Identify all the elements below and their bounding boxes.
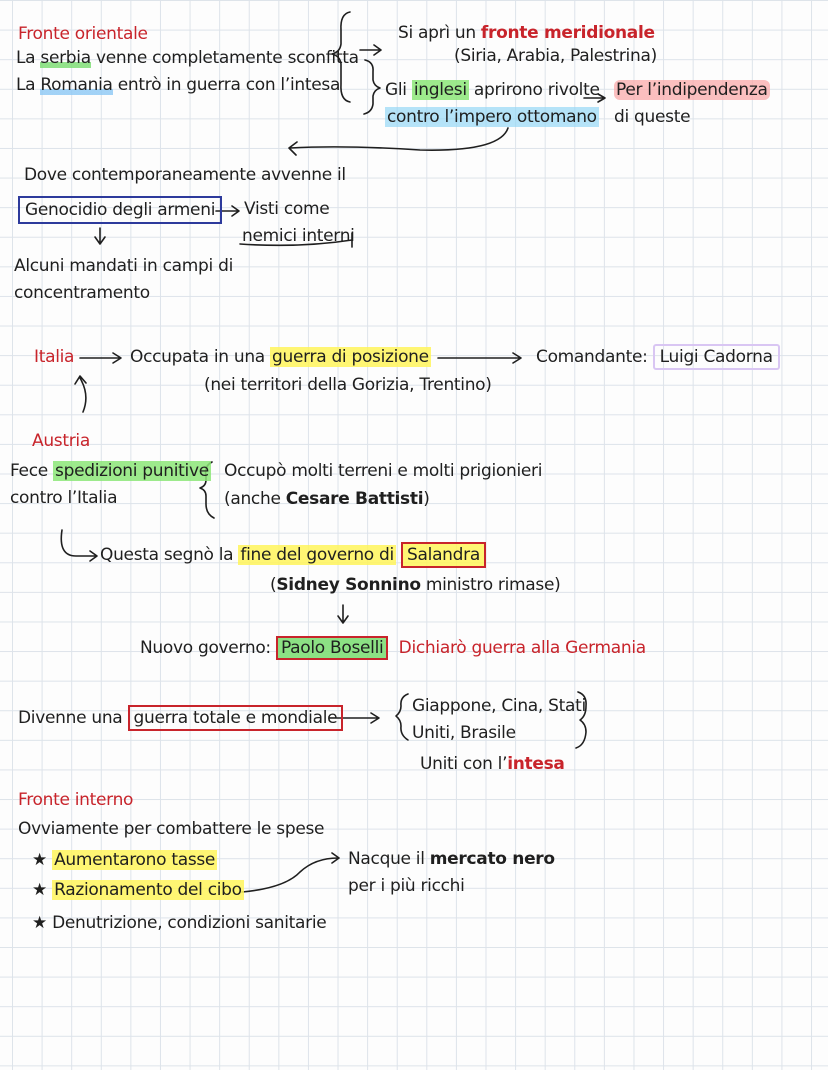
star-icon: ★ bbox=[32, 850, 47, 870]
line-siria-arabia: (Siria, Arabia, Palestrina) bbox=[454, 46, 657, 66]
arrow-genocide-visti bbox=[215, 205, 240, 217]
line-nemici-interni: nemici interni bbox=[242, 226, 355, 246]
line-comandante: Comandante: Luigi Cadorna bbox=[536, 344, 780, 370]
line-campi: Alcuni mandati in campi di bbox=[14, 256, 233, 276]
line-uniti-intesa: Uniti con l’intesa bbox=[420, 754, 565, 774]
line-sonnino: (Sidney Sonnino ministro rimase) bbox=[270, 575, 561, 595]
curve-to-genocide bbox=[288, 127, 509, 156]
heading-fronte-orientale: Fronte orientale bbox=[18, 24, 148, 44]
heading-fronte-interno: Fronte interno bbox=[18, 790, 134, 810]
line-romania: La Romania entrò in guerra con l’intesa bbox=[16, 75, 341, 95]
arrow-to-salandra bbox=[60, 529, 98, 562]
arrow-sonnino-boselli bbox=[337, 604, 349, 624]
line-piu-ricchi: per i più ricchi bbox=[348, 876, 465, 896]
arrow-guerra-paesi bbox=[329, 712, 380, 724]
line-nuovo-governo: Nuovo governo: Paolo Boselli Dichiarò gu… bbox=[140, 636, 646, 660]
line-dove: Dove contemporaneamente avvenne il bbox=[24, 165, 346, 185]
line-territori: (nei territori della Gorizia, Trentino) bbox=[204, 375, 492, 395]
left-brace-top bbox=[331, 11, 351, 103]
bullet-tasse: ★ Aumentarono tasse bbox=[32, 850, 218, 870]
brace-paesi-left bbox=[395, 693, 409, 741]
arrow-italia-occupata bbox=[79, 352, 122, 364]
arrow-genocide-down bbox=[94, 227, 106, 245]
line-fronte-meridionale: Si aprì un fronte meridionale bbox=[398, 23, 655, 43]
bullet-denutrizione: ★ Denutrizione, condizioni sanitarie bbox=[32, 913, 327, 933]
arrow-brace-to-south bbox=[359, 44, 382, 56]
line-paesi-1: Giappone, Cina, Stati bbox=[412, 696, 586, 716]
bullet-razionamento: ★ Razionamento del cibo bbox=[32, 880, 244, 900]
line-battisti: (anche Cesare Battisti) bbox=[224, 489, 430, 509]
line-contro-italia: contro l’Italia bbox=[10, 488, 118, 508]
arrow-rivolte-indip bbox=[583, 93, 606, 103]
line-di-queste: di queste bbox=[614, 107, 691, 127]
line-guerra-posizione: Occupata in una guerra di posizione bbox=[130, 347, 431, 367]
line-occupo: Occupò molti terreni e molti prigionieri bbox=[224, 461, 543, 481]
brace-paesi-right bbox=[575, 691, 587, 749]
line-serbia: La serbia venne completamente sconfitta bbox=[16, 48, 359, 68]
arrow-austria-italia bbox=[74, 375, 87, 413]
line-spedizioni: Fece spedizioni punitive bbox=[10, 461, 211, 481]
line-fine-governo: Questa segnò la fine del governo di Sala… bbox=[100, 542, 486, 568]
line-combattere-spese: Ovviamente per combattere le spese bbox=[18, 819, 325, 839]
star-icon: ★ bbox=[32, 880, 47, 900]
label-italia: Italia bbox=[34, 347, 75, 367]
line-indipendenza: Per l’indipendenza bbox=[614, 80, 770, 100]
genocidio-box: Genocidio degli armeni bbox=[18, 196, 223, 224]
line-guerra-totale: Divenne una guerra totale e mondiale bbox=[18, 705, 344, 731]
right-brace-top bbox=[363, 59, 381, 115]
line-mercato-nero: Nacque il mercato nero bbox=[348, 849, 555, 869]
line-concentramento: concentramento bbox=[14, 283, 150, 303]
line-paesi-2: Uniti, Brasile bbox=[412, 723, 516, 743]
arrow-occupata-comandante bbox=[437, 352, 522, 364]
label-austria: Austria bbox=[32, 431, 90, 451]
line-inglesi: Gli inglesi aprirono rivolte bbox=[385, 80, 600, 100]
line-visti-come: Visti come bbox=[244, 199, 330, 219]
underline-nemici bbox=[239, 232, 353, 248]
curve-razionamento-mercato bbox=[241, 852, 340, 893]
star-icon: ★ bbox=[32, 913, 47, 933]
line-impero-ottomano: contro l’impero ottomano bbox=[385, 107, 599, 127]
